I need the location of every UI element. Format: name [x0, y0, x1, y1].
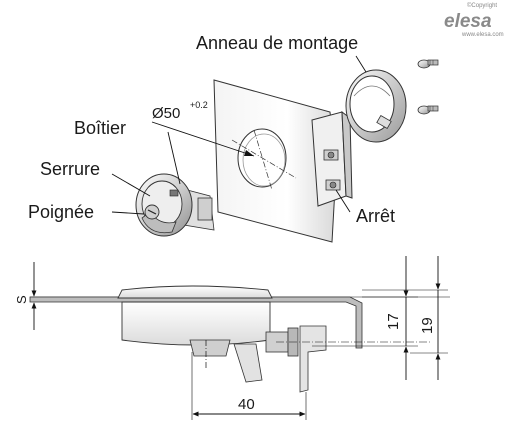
label-anneau-de-montage: Anneau de montage — [196, 33, 358, 53]
dim-s-text: S — [14, 295, 29, 304]
dimension-40: 40 — [191, 352, 307, 420]
dimension-17: 17 — [312, 256, 418, 380]
brand-name: elesa — [444, 11, 492, 32]
leader-lines — [111, 55, 367, 215]
hole-dim-line — [151, 121, 255, 157]
copyright-text: ©Copyright — [467, 2, 497, 9]
section-housing — [121, 301, 271, 346]
mounting-ring — [345, 69, 407, 143]
elesa-logo: ©Copyright elesa www.elesa.com — [440, 0, 512, 40]
hole-diameter-text: Ø50 — [152, 105, 180, 122]
screw-bottom — [417, 105, 439, 115]
leader-poignee — [111, 211, 145, 215]
dim-40-text: 40 — [238, 396, 255, 413]
label-poignee: Poignée — [28, 202, 94, 222]
label-boitier: Boîtier — [74, 118, 126, 138]
section-flange — [117, 285, 273, 299]
leader-boitier — [167, 131, 181, 185]
section-view — [29, 285, 450, 393]
leader-arret — [335, 189, 351, 213]
stop-bracket — [311, 110, 353, 207]
hole-tolerance-text: +0.2 — [190, 100, 208, 110]
latch-assembly — [135, 173, 215, 237]
mounting-panel — [213, 79, 337, 243]
brand-url: www.elesa.com — [461, 32, 504, 38]
section-stop — [299, 325, 327, 393]
hole-dimension: Ø50 +0.2 — [151, 100, 255, 157]
dim-19-text: 19 — [419, 317, 436, 334]
dimension-19: 19 — [362, 256, 448, 380]
dimension-s: S — [14, 262, 37, 330]
dim-17-text: 17 — [385, 313, 402, 330]
leader-serrure — [111, 173, 151, 197]
label-arret: Arrêt — [356, 206, 395, 226]
leader-anneau — [355, 55, 367, 73]
label-serrure: Serrure — [40, 159, 100, 179]
screw-top — [417, 59, 439, 69]
